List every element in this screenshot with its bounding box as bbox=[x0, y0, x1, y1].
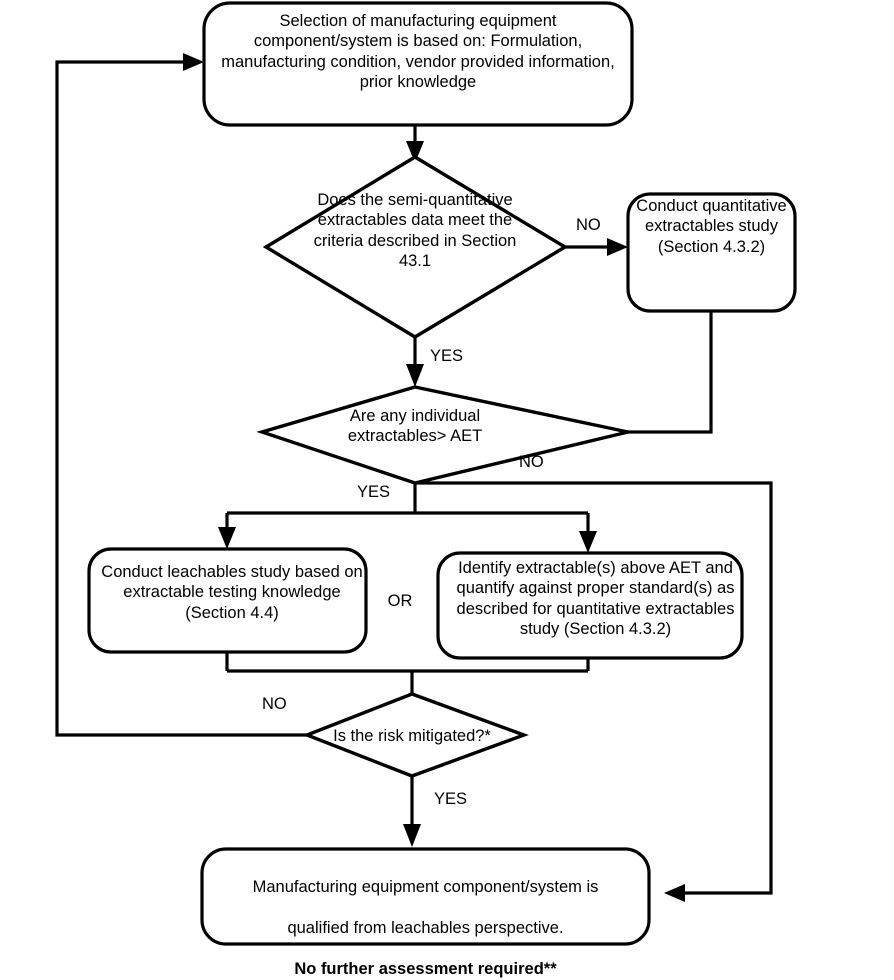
final-box-line3: No further assessment required** bbox=[294, 960, 557, 979]
flowchart-svg bbox=[55, 1, 797, 946]
node-decision-aet[interactable] bbox=[256, 385, 629, 485]
node-conduct-quantitative-box[interactable] bbox=[626, 192, 797, 313]
node-start-box[interactable] bbox=[202, 1, 634, 127]
node-final-box[interactable] bbox=[200, 847, 651, 946]
connector-aet-no-to-final bbox=[415, 481, 773, 902]
connector-start-to-semiquant bbox=[406, 125, 424, 163]
connector-risk-yes-to-final bbox=[403, 776, 421, 847]
node-conduct-leachables-box[interactable] bbox=[87, 547, 368, 654]
connector-semiquant-yes-to-aet bbox=[406, 337, 424, 387]
node-decision-risk[interactable] bbox=[302, 692, 529, 778]
connector-semiquant-no-to-quantitative bbox=[565, 238, 628, 256]
connector-risk-no-to-start bbox=[55, 53, 307, 737]
node-decision-semi-quantitative[interactable] bbox=[262, 155, 569, 339]
node-identify-extractables-box[interactable] bbox=[436, 551, 744, 660]
flowchart-canvas: Selection of manufacturing equipment com… bbox=[55, 1, 797, 978]
connector-boxes-merge-to-risk bbox=[225, 652, 590, 694]
